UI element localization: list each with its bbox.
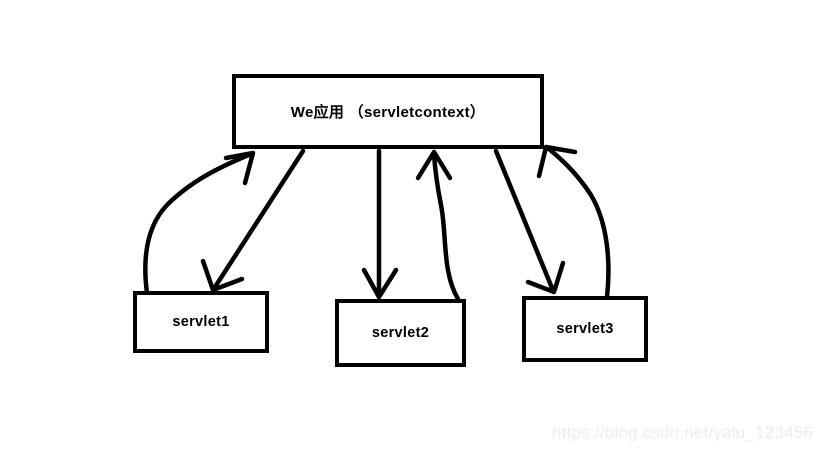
arrowhead-servlet2-to-context [415,149,453,181]
edge-servlet1-to-context [143,151,254,296]
arrowhead-context-to-servlet3 [525,260,566,295]
edge-servlet3-to-context [546,146,611,300]
edge-servlet2-to-context [431,152,461,302]
node-servlet2[interactable]: servlet2 [335,299,466,367]
arrowhead-servlet1-to-context [223,150,256,186]
arrowhead-context-to-servlet1 [200,258,245,293]
node-servletcontext[interactable]: We应用 （servletcontext） [232,74,544,149]
node-servlet1[interactable]: servlet1 [133,291,269,353]
arrowhead-context-to-servlet2 [361,267,399,300]
node-servletcontext-label: We应用 （servletcontext） [290,104,486,121]
node-servlet3-label: servlet3 [556,321,614,337]
edge-context-to-servlet3 [493,148,555,291]
arrowhead-servlet3-to-context [536,144,578,179]
watermark-text: https://blog.csdn.net/yalu_123456 [552,423,813,442]
node-servlet3[interactable]: servlet3 [522,296,648,362]
node-servlet2-label: servlet2 [371,325,430,341]
node-servlet1-label: servlet1 [172,314,230,330]
edge-context-to-servlet1 [212,148,306,290]
